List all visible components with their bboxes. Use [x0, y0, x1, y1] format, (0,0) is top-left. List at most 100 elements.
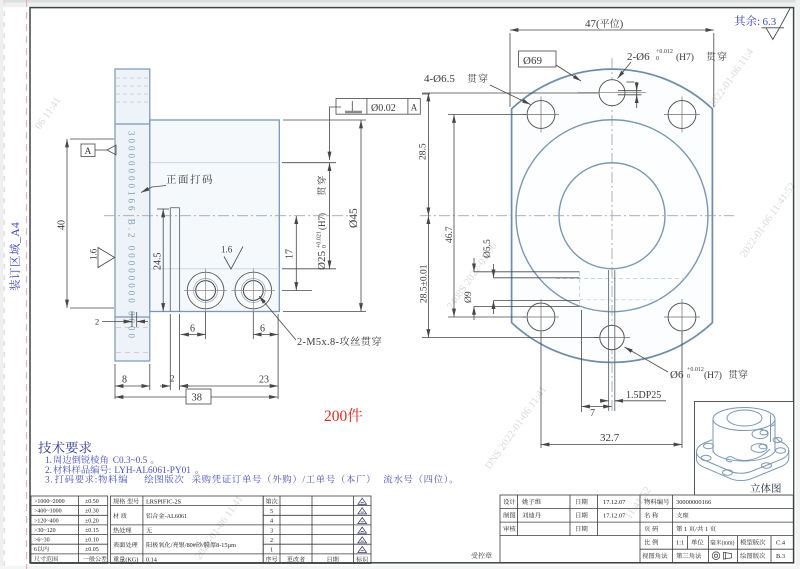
- svg-text:尺寸范围: 尺寸范围: [34, 554, 58, 563]
- svg-text:32.7: 32.7: [600, 432, 620, 444]
- svg-text:1:1: 1:1: [676, 540, 684, 547]
- svg-text:C.4: C.4: [776, 540, 786, 547]
- svg-text:更改者: 更改者: [287, 554, 306, 563]
- svg-text:受控章: 受控章: [471, 551, 492, 561]
- svg-text:2: 2: [270, 537, 273, 544]
- svg-text:0: 0: [322, 245, 328, 248]
- svg-text:2-Ø6: 2-Ø6: [627, 51, 650, 63]
- svg-text:1: 1: [270, 547, 273, 554]
- svg-text:一般公差: 一般公差: [83, 554, 107, 563]
- svg-text:姚子维: 姚子维: [522, 497, 542, 506]
- svg-text:单位: 单位: [691, 538, 704, 547]
- svg-text:阳极氧化/亮银/80#砂/膜厚8-15µm: 阳极氧化/亮银/80#砂/膜厚8-15µm: [146, 540, 236, 549]
- svg-text:±0.20: ±0.20: [85, 518, 99, 524]
- svg-text:贯穿: 贯穿: [467, 70, 489, 85]
- svg-text:1.6: 1.6: [89, 248, 99, 260]
- svg-text:(H7): (H7): [676, 52, 694, 63]
- svg-text:重量(KG): 重量(KG): [113, 554, 138, 563]
- svg-text:(H7): (H7): [317, 213, 327, 230]
- svg-text:制图: 制图: [503, 511, 516, 520]
- svg-text:23: 23: [259, 375, 269, 386]
- svg-text:17.12.07: 17.12.07: [603, 513, 626, 520]
- svg-text:刘迪丹: 刘迪丹: [522, 511, 542, 520]
- svg-text:材 质: 材 质: [113, 511, 127, 520]
- svg-text:比 例: 比 例: [644, 538, 659, 547]
- svg-text:日期: 日期: [575, 497, 588, 506]
- svg-text:装订区域_A4: 装订区域_A4: [7, 222, 23, 291]
- svg-text:贯穿: 贯穿: [728, 366, 748, 381]
- svg-text:视图角法: 视图角法: [642, 551, 668, 560]
- svg-text:物料编号: 物料编号: [644, 497, 670, 506]
- svg-text:Ø6: Ø6: [670, 369, 684, 381]
- svg-text:A: A: [85, 147, 92, 157]
- svg-text:其余:: 其余:: [734, 13, 760, 29]
- svg-text:无: 无: [146, 525, 152, 534]
- svg-text:+0.021: +0.021: [317, 231, 323, 248]
- svg-text:17: 17: [285, 249, 296, 259]
- svg-text:200件: 200件: [324, 404, 363, 426]
- svg-text:页 码: 页 码: [644, 524, 659, 533]
- svg-text:贯穿: 贯穿: [314, 174, 328, 196]
- svg-text:28.5±0.01: 28.5±0.01: [420, 264, 430, 303]
- svg-text:日期: 日期: [327, 554, 339, 563]
- svg-text:>30~120: >30~120: [34, 528, 56, 534]
- svg-text:第三角法: 第三角法: [676, 551, 702, 560]
- svg-text:Ø0.02: Ø0.02: [371, 103, 396, 114]
- svg-text:8: 8: [122, 375, 127, 386]
- svg-text:0: 0: [687, 374, 690, 380]
- svg-text:4: 4: [270, 518, 273, 525]
- svg-text:(H7): (H7): [704, 370, 722, 381]
- svg-text:2: 2: [170, 374, 175, 384]
- svg-text:38: 38: [192, 393, 203, 404]
- svg-text:设计: 设计: [503, 497, 516, 506]
- svg-text:表面处理: 表面处理: [113, 540, 139, 549]
- svg-text:±0.10: ±0.10: [85, 538, 99, 544]
- svg-text:绘图版次: 绘图版次: [740, 551, 766, 560]
- svg-text:Ø9: Ø9: [464, 291, 474, 303]
- svg-text:>6~30: >6~30: [34, 538, 50, 544]
- svg-text:Ø69: Ø69: [523, 55, 542, 67]
- svg-text:序号: 序号: [265, 554, 277, 563]
- svg-text:日期: 日期: [575, 524, 588, 533]
- svg-text:毫米(mm): 毫米(mm): [710, 538, 735, 547]
- svg-text:日期: 日期: [575, 511, 588, 520]
- svg-text:6: 6: [260, 324, 265, 335]
- svg-text:28.5: 28.5: [419, 143, 429, 160]
- svg-text:6以内: 6以内: [34, 544, 49, 553]
- svg-text:正面打码: 正面打码: [166, 172, 214, 187]
- svg-text:B.3: B.3: [776, 553, 785, 560]
- svg-text:2: 2: [95, 317, 99, 327]
- svg-text:铝合金-AL6061: 铝合金-AL6061: [146, 511, 187, 520]
- svg-text:LRSPIFIC-2S: LRSPIFIC-2S: [146, 498, 182, 505]
- svg-text:40: 40: [57, 220, 68, 230]
- svg-text:第次: 第次: [265, 496, 277, 505]
- svg-text:4-Ø6.5: 4-Ø6.5: [424, 73, 455, 85]
- svg-text:17.12.07: 17.12.07: [603, 499, 626, 506]
- svg-text:47(平位): 47(平位): [585, 15, 624, 30]
- svg-text:±0.05: ±0.05: [85, 547, 99, 553]
- svg-text:+0.012: +0.012: [656, 49, 673, 55]
- svg-text:技术要求: 技术要求: [38, 437, 92, 457]
- svg-text:3: 3: [270, 527, 273, 534]
- svg-text:A: A: [411, 103, 418, 113]
- svg-text:标识: 标识: [356, 554, 368, 563]
- svg-text:+0.012: +0.012: [687, 367, 704, 373]
- svg-text:2-M5x.8-攻丝贯穿: 2-M5x.8-攻丝贯穿: [297, 333, 382, 348]
- svg-text:7: 7: [590, 408, 595, 419]
- svg-text:Ø45: Ø45: [348, 208, 360, 228]
- svg-text:±0.30: ±0.30: [85, 509, 99, 515]
- svg-text:6: 6: [190, 324, 195, 335]
- svg-text:名 称: 名 称: [644, 511, 659, 520]
- svg-text:24.5: 24.5: [153, 253, 164, 271]
- svg-text:30000000166 B.2 00000000 0000: 30000000166 B.2 00000000 0000: [127, 131, 137, 341]
- svg-text:Ø5.5: Ø5.5: [483, 239, 493, 258]
- svg-text:支座: 支座: [676, 511, 689, 520]
- svg-text:±0.50: ±0.50: [85, 499, 99, 505]
- svg-text:2.材料样品编号:LYH-AL6061-PY01。: 2.材料样品编号:LYH-AL6061-PY01。: [45, 462, 204, 476]
- svg-text:30000000166: 30000000166: [676, 499, 711, 506]
- svg-text:0: 0: [656, 56, 659, 62]
- svg-text:立体图: 立体图: [750, 481, 782, 496]
- svg-text:规格 型号: 规格 型号: [113, 496, 139, 505]
